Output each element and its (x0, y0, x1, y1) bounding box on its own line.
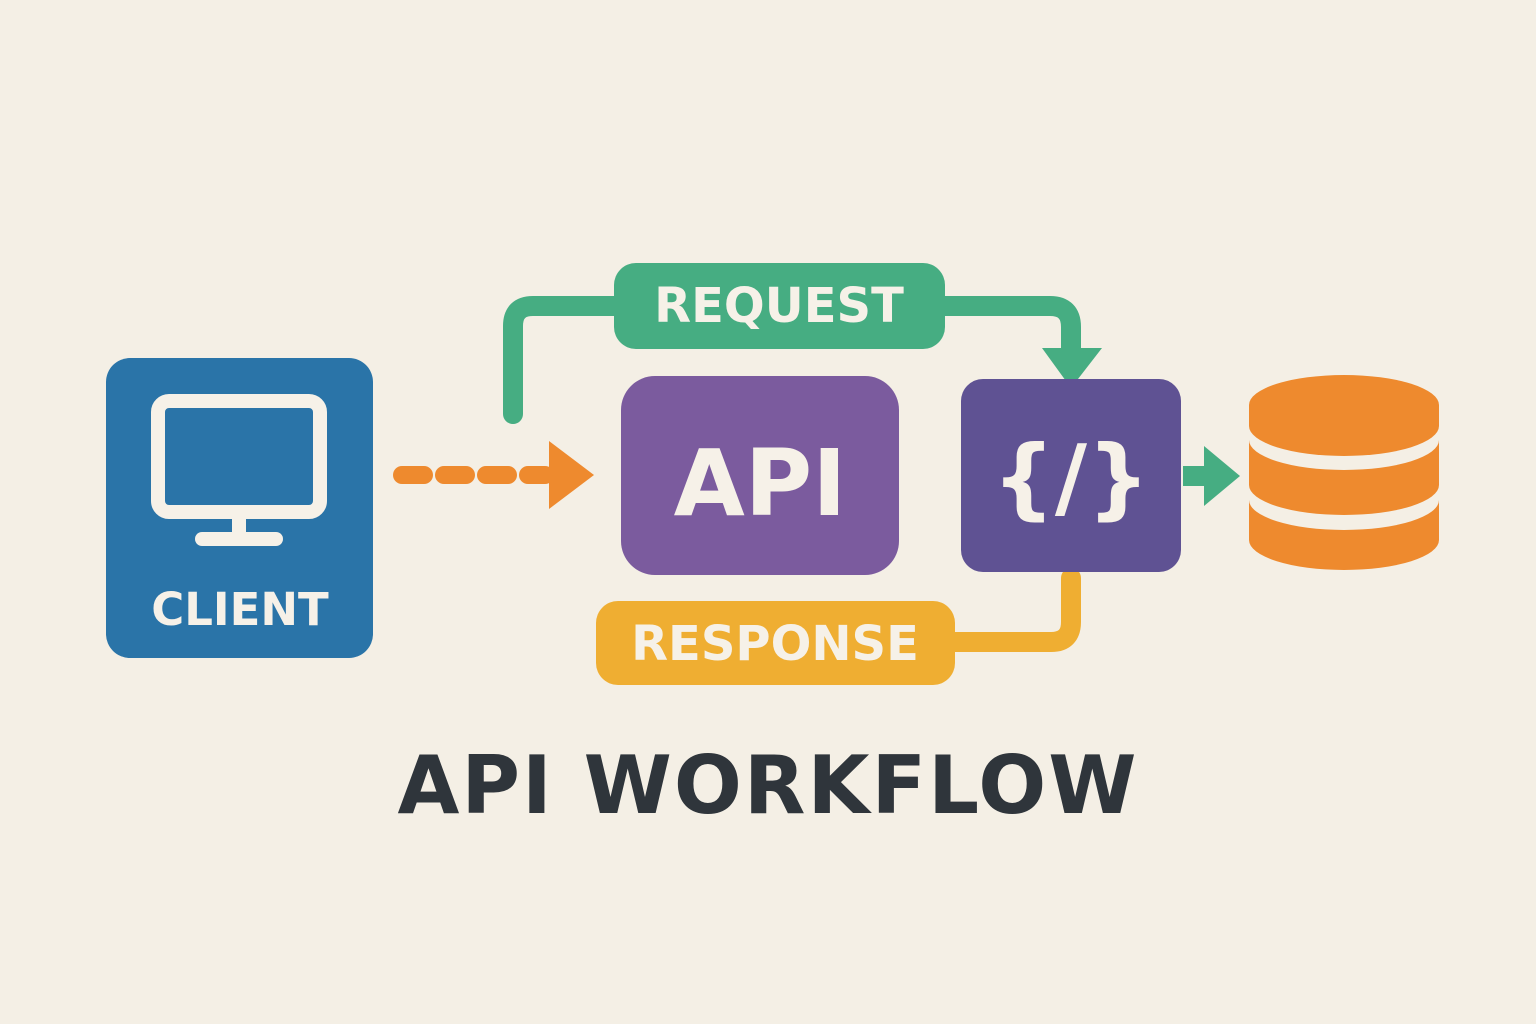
database-bottom (1249, 500, 1439, 570)
api-box: API (621, 376, 899, 575)
api-label: API (674, 430, 847, 537)
database-icon (1249, 375, 1439, 570)
client-to-api-arrow (393, 441, 594, 509)
response-pill-bg (596, 601, 955, 685)
monitor-icon (151, 394, 327, 546)
code-brackets-icon: {/} (992, 426, 1149, 529)
client-box: CLIENT (106, 358, 373, 658)
api-box-bg (621, 376, 899, 575)
response-label: RESPONSE (631, 616, 919, 672)
request-pill-bg (614, 263, 945, 349)
page-title: API WORKFLOW (397, 739, 1139, 832)
response-connector (940, 568, 1081, 652)
request-arrowhead (1042, 348, 1102, 388)
database-top (1249, 375, 1439, 456)
database-middle (1249, 440, 1439, 515)
request-line-right (930, 296, 1081, 362)
request-connector (503, 296, 1102, 424)
client-label: CLIENT (151, 583, 329, 636)
code-to-database-arrow (1183, 446, 1240, 506)
db-arrowhead (1204, 446, 1240, 506)
request-line-left (503, 296, 630, 424)
code-box-bg (961, 379, 1181, 572)
request-pill: REQUEST (614, 263, 945, 349)
dashed-arrowhead (549, 441, 594, 509)
response-pill: RESPONSE (596, 601, 955, 685)
code-box: {/} (961, 379, 1181, 572)
request-label: REQUEST (654, 278, 904, 334)
